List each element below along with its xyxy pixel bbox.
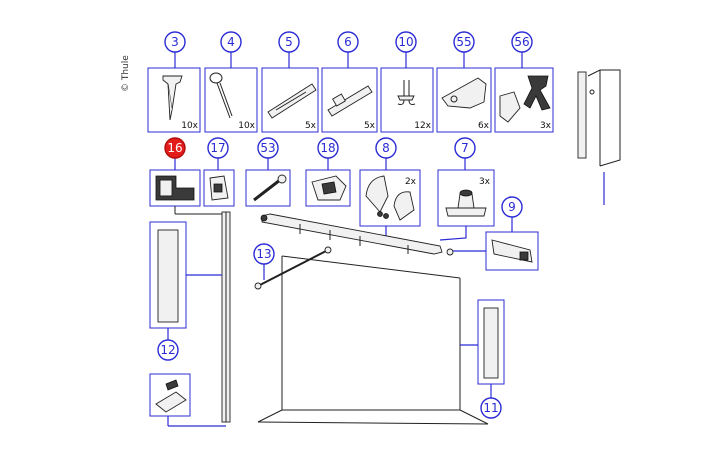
qty-6: 5x bbox=[364, 121, 376, 131]
callout-11[interactable]: 11 bbox=[480, 397, 502, 419]
part-3-tent-pegs[interactable]: 10x bbox=[147, 67, 201, 133]
part-4-eye-pegs[interactable]: 10x bbox=[204, 67, 258, 133]
part-16-end-bracket[interactable] bbox=[149, 169, 228, 215]
callout-8[interactable]: 8 bbox=[375, 137, 397, 170]
svg-text:55: 55 bbox=[456, 35, 471, 49]
svg-text:53: 53 bbox=[260, 141, 275, 155]
svg-text:8: 8 bbox=[382, 141, 390, 155]
svg-text:3: 3 bbox=[171, 35, 179, 49]
callout-12[interactable]: 12 bbox=[157, 339, 179, 361]
part-10-hooks[interactable]: 12x bbox=[380, 67, 434, 133]
callout-10[interactable]: 10 bbox=[395, 31, 417, 68]
part-12-side-panel[interactable] bbox=[149, 221, 222, 340]
svg-text:13: 13 bbox=[256, 247, 271, 261]
svg-text:17: 17 bbox=[210, 141, 225, 155]
svg-text:5: 5 bbox=[285, 35, 293, 49]
qty-10: 12x bbox=[414, 121, 431, 131]
copyright-text: © Thule bbox=[121, 55, 131, 92]
part-7-mount[interactable]: 3x bbox=[437, 169, 495, 227]
svg-text:56: 56 bbox=[514, 35, 529, 49]
callout-16[interactable]: 16 bbox=[164, 137, 186, 170]
svg-text:9: 9 bbox=[508, 200, 516, 214]
callout-9[interactable]: 9 bbox=[501, 196, 523, 232]
callout-5[interactable]: 5 bbox=[278, 31, 300, 68]
callout-17[interactable]: 17 bbox=[207, 137, 229, 170]
svg-text:16: 16 bbox=[167, 141, 182, 155]
part-18-end-cap[interactable] bbox=[305, 169, 351, 207]
callout-53[interactable]: 53 bbox=[257, 137, 279, 170]
callout-7[interactable]: 7 bbox=[454, 137, 476, 170]
qty-4: 10x bbox=[238, 121, 255, 131]
part-5-strap[interactable]: 5x bbox=[261, 67, 319, 133]
part-foot-plate[interactable] bbox=[149, 373, 226, 427]
qty-7: 3x bbox=[479, 177, 491, 187]
svg-text:10: 10 bbox=[398, 35, 413, 49]
callout-6[interactable]: 6 bbox=[337, 31, 359, 68]
qty-56: 3x bbox=[540, 121, 552, 131]
callout-18[interactable]: 18 bbox=[317, 137, 339, 170]
part-56-buckles[interactable]: 3x bbox=[494, 67, 554, 133]
part-9-crank-box[interactable] bbox=[485, 231, 539, 271]
part-17-clip[interactable] bbox=[203, 169, 235, 207]
awning-frame-assembly bbox=[221, 211, 489, 425]
part-53-bolt[interactable] bbox=[245, 169, 291, 207]
part-6-strap[interactable]: 5x bbox=[321, 67, 378, 133]
svg-text:7: 7 bbox=[461, 141, 469, 155]
svg-text:6: 6 bbox=[344, 35, 352, 49]
svg-text:4: 4 bbox=[227, 35, 235, 49]
svg-text:11: 11 bbox=[483, 401, 498, 415]
callout-4[interactable]: 4 bbox=[220, 31, 242, 68]
svg-text:18: 18 bbox=[320, 141, 335, 155]
qty-3: 10x bbox=[181, 121, 198, 131]
part-8-brackets[interactable]: 2x bbox=[359, 169, 421, 227]
awning-side-assembly bbox=[577, 69, 621, 205]
qty-55: 6x bbox=[478, 121, 490, 131]
part-55-bracket[interactable]: 6x bbox=[436, 67, 492, 133]
qty-8: 2x bbox=[405, 177, 417, 187]
callout-55[interactable]: 55 bbox=[453, 31, 475, 68]
qty-5: 5x bbox=[305, 121, 317, 131]
callout-3[interactable]: 3 bbox=[164, 31, 186, 68]
part-11-side-panel[interactable] bbox=[460, 299, 505, 398]
callout-13[interactable]: 13 bbox=[253, 243, 275, 280]
svg-text:12: 12 bbox=[160, 343, 175, 357]
callout-56[interactable]: 56 bbox=[511, 31, 533, 68]
